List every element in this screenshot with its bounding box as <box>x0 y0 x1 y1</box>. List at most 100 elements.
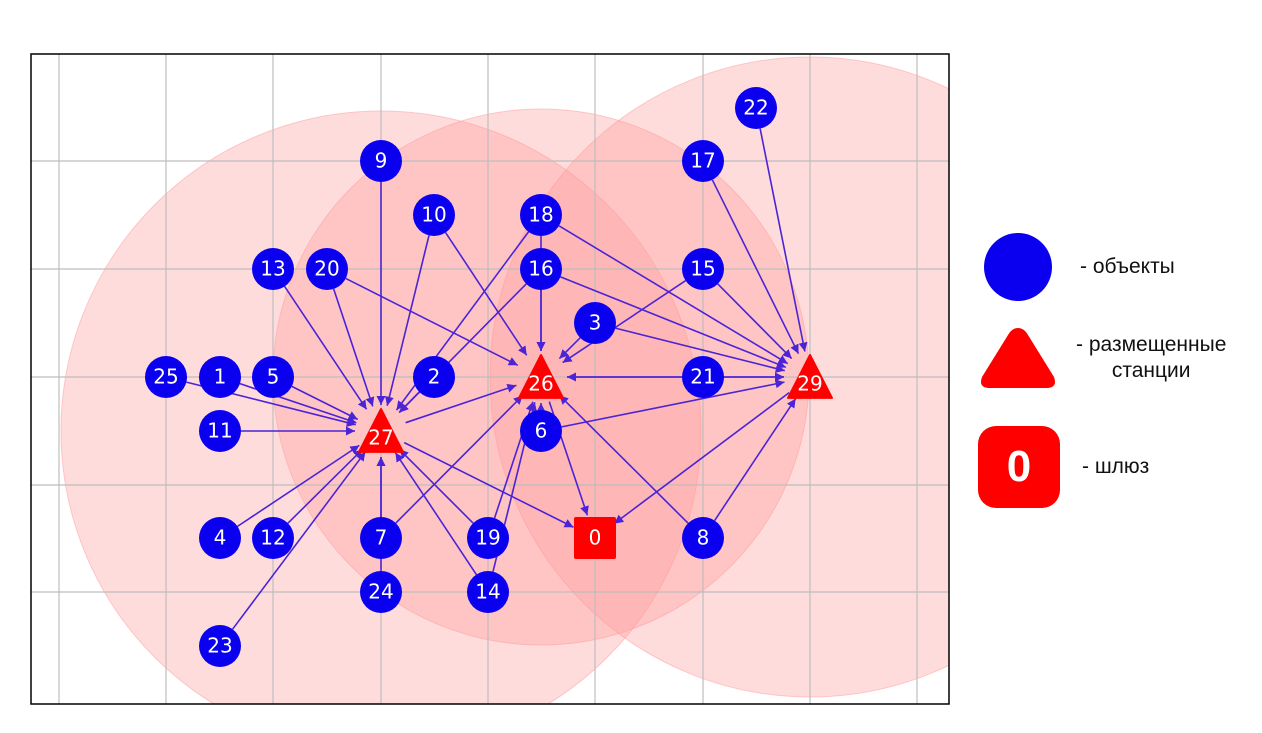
node-label-22: 22 <box>743 96 768 120</box>
node-label-24: 24 <box>368 580 393 604</box>
edge-14-to-27 <box>394 452 478 575</box>
edge-6-to-29 <box>561 379 785 428</box>
legend-stations: - размещенные станции <box>978 322 1226 394</box>
node-label-5: 5 <box>267 365 280 389</box>
object-marker-3 <box>574 302 616 344</box>
edge-7-to-26 <box>395 394 524 524</box>
gateway-marker-0 <box>574 517 616 559</box>
edge-27-to-26 <box>405 383 517 424</box>
object-node-14: 14 <box>467 571 509 613</box>
object-node-25: 25 <box>145 356 187 398</box>
object-marker-18 <box>520 194 562 236</box>
node-label-0: 0 <box>589 526 602 550</box>
edge-10-to-27 <box>384 235 430 406</box>
object-marker-12 <box>252 517 294 559</box>
object-marker-25 <box>145 356 187 398</box>
plot-frame <box>30 53 950 705</box>
object-node-21: 21 <box>682 356 724 398</box>
edge-8-to-26 <box>558 394 689 524</box>
node-label-27: 27 <box>368 426 393 450</box>
edges <box>186 128 808 630</box>
node-label-29: 29 <box>797 372 822 396</box>
node-label-3: 3 <box>589 311 602 335</box>
object-marker-20 <box>306 248 348 290</box>
node-label-9: 9 <box>375 149 388 173</box>
node-label-17: 17 <box>690 149 715 173</box>
object-marker-1 <box>199 356 241 398</box>
node-label-23: 23 <box>207 634 232 658</box>
object-node-22: 22 <box>735 87 777 129</box>
node-label-12: 12 <box>260 526 285 550</box>
station-marker-26 <box>518 354 564 399</box>
edge-29-to-0 <box>613 391 790 525</box>
object-marker-21 <box>682 356 724 398</box>
object-node-6: 6 <box>520 410 562 452</box>
station-node-27: 27 <box>358 408 404 453</box>
node-label-1: 1 <box>214 365 227 389</box>
node-label-7: 7 <box>375 526 388 550</box>
legend-stations-label: - размещенные станции <box>1076 333 1227 382</box>
object-marker-11 <box>199 410 241 452</box>
legend-triangle-icon <box>981 328 1055 388</box>
object-marker-23 <box>199 625 241 667</box>
object-marker-5 <box>252 356 294 398</box>
legend-circle-icon <box>984 233 1052 301</box>
edge-20-to-27 <box>332 288 375 407</box>
node-label-26: 26 <box>528 372 553 396</box>
edge-15-to-26 <box>562 279 686 364</box>
node-label-8: 8 <box>697 526 710 550</box>
edge-19-to-27 <box>398 448 474 524</box>
legend-objects: - объекты <box>984 233 1175 301</box>
node-label-2: 2 <box>428 365 441 389</box>
station-marker-29 <box>787 354 833 399</box>
object-node-16: 16 <box>520 248 562 290</box>
edge-16-to-29 <box>560 276 787 369</box>
object-node-15: 15 <box>682 248 724 290</box>
station-marker-27 <box>358 408 404 453</box>
object-node-2: 2 <box>413 356 455 398</box>
node-label-13: 13 <box>260 257 285 281</box>
object-marker-22 <box>735 87 777 129</box>
node-label-15: 15 <box>690 257 715 281</box>
edge-12-to-27 <box>287 448 364 524</box>
object-node-24: 24 <box>360 571 402 613</box>
edge-18-to-29 <box>558 225 789 365</box>
station-node-29: 29 <box>787 354 833 399</box>
node-label-19: 19 <box>475 526 500 550</box>
node-label-11: 11 <box>207 419 232 443</box>
edge-3-to-29 <box>615 327 785 373</box>
station-node-26: 26 <box>518 354 564 399</box>
object-marker-14 <box>467 571 509 613</box>
object-node-8: 8 <box>682 517 724 559</box>
legend-objects-label: - объекты <box>1080 255 1175 278</box>
object-node-1: 1 <box>199 356 241 398</box>
edge-15-to-29 <box>717 283 793 360</box>
node-label-16: 16 <box>528 257 553 281</box>
object-marker-19 <box>467 517 509 559</box>
object-node-19: 19 <box>467 517 509 559</box>
object-marker-13 <box>252 248 294 290</box>
legend-gateway: 0 - шлюз <box>978 426 1149 508</box>
edge-13-to-27 <box>283 286 368 410</box>
legend-gateway-label: - шлюз <box>1082 455 1150 478</box>
node-label-10: 10 <box>421 203 446 227</box>
object-node-5: 5 <box>252 356 294 398</box>
object-node-17: 17 <box>682 140 724 182</box>
object-node-9: 9 <box>360 140 402 182</box>
edge-8-to-29 <box>713 398 797 521</box>
object-marker-4 <box>199 517 241 559</box>
node-label-25: 25 <box>153 365 178 389</box>
edge-22-to-29 <box>759 128 808 352</box>
object-node-4: 4 <box>199 517 241 559</box>
object-node-23: 23 <box>199 625 241 667</box>
edge-20-to-26 <box>345 277 519 366</box>
object-node-10: 10 <box>413 194 455 236</box>
edge-23-to-27 <box>231 451 367 630</box>
gateway-node-0: 0 <box>574 517 616 559</box>
node-label-20: 20 <box>314 257 339 281</box>
object-marker-10 <box>413 194 455 236</box>
object-node-12: 12 <box>252 517 294 559</box>
object-node-3: 3 <box>574 302 616 344</box>
